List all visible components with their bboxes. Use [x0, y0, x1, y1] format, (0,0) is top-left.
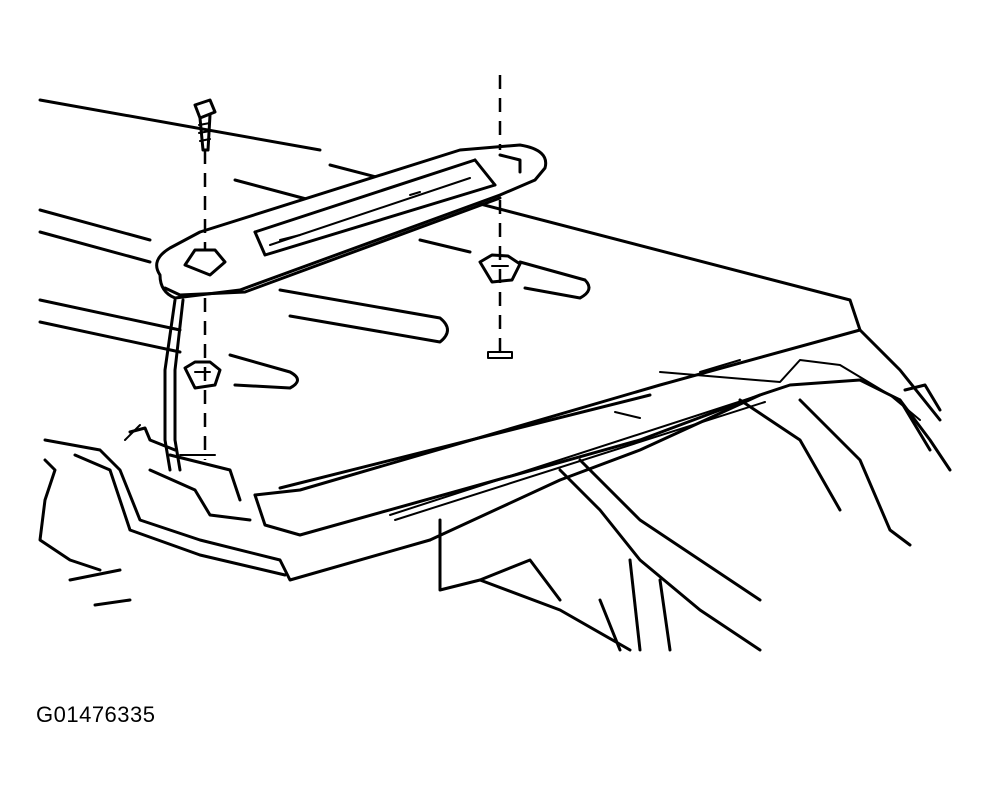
high-mount-stop-lamp — [155, 143, 548, 300]
wiring-harness — [124, 298, 185, 472]
alignment-lines — [179, 75, 513, 460]
roof-panel — [38, 98, 942, 537]
screw-icon — [193, 98, 217, 152]
figure-id-label: G01476335 — [36, 702, 156, 727]
retainer-clip-icon — [478, 253, 522, 284]
retainer-clip-icon — [183, 360, 222, 390]
body-structure — [38, 398, 912, 652]
